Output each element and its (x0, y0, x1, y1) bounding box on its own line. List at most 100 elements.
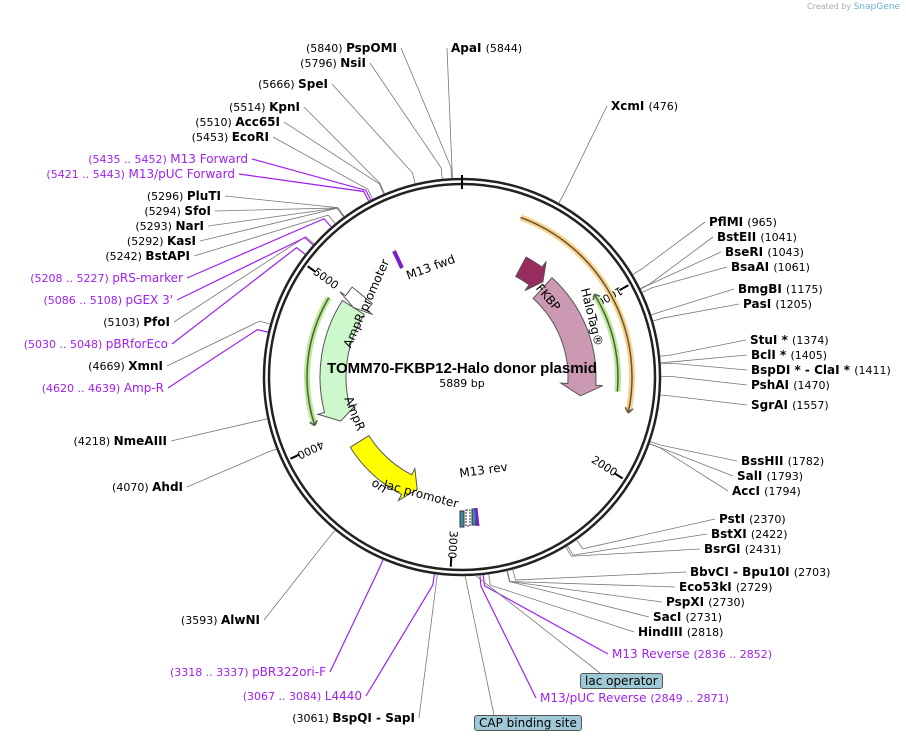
tick-label: 2000 (589, 453, 620, 479)
enzyme-label[interactable]: AccI (1794) (732, 484, 801, 498)
enzyme-label[interactable]: (5296) PluTI (147, 189, 221, 203)
enzyme-label[interactable]: PstI (2370) (719, 512, 786, 526)
enzyme-label[interactable]: (4070) AhdI (112, 480, 183, 494)
enzyme-label[interactable]: BbvCI - Bpu10I (2703) (690, 565, 830, 579)
feature-ampr[interactable] (315, 299, 365, 422)
enzyme-leader-line (224, 195, 345, 217)
feature-ampr-promoter[interactable] (339, 286, 373, 316)
feature-ori[interactable] (349, 434, 418, 502)
site-position: (5030 .. 5048) (24, 338, 106, 351)
enzyme-leader-line (369, 62, 443, 180)
primer-label[interactable]: (5030 .. 5048) pBRforEco (24, 337, 168, 351)
enzyme-label[interactable]: BstEII (1041) (717, 230, 797, 244)
enzyme-label[interactable]: Eco53kI (2729) (679, 580, 772, 594)
primer-label[interactable]: (5208 .. 5227) pRS-marker (30, 271, 183, 285)
enzyme-label[interactable]: (5242) BstAPI (105, 249, 190, 263)
enzyme-label[interactable]: (5514) KpnI (229, 100, 300, 114)
site-position: (4218) (74, 435, 114, 448)
enzyme-label[interactable]: (5510) Acc65I (195, 115, 280, 129)
enzyme-label[interactable]: BstXI (2422) (711, 527, 788, 541)
enzyme-leader-line (214, 207, 345, 218)
site-position: (5294) (144, 205, 184, 218)
site-name: pBR322ori-F (252, 665, 326, 679)
lac-operator-mark (459, 510, 465, 528)
site-name: BstXI (711, 527, 751, 541)
enzyme-label[interactable]: PshAI (1470) (751, 378, 830, 392)
enzyme-leader-line (660, 394, 748, 406)
enzyme-label[interactable]: PspXI (2730) (666, 595, 745, 609)
enzyme-leader-line (193, 214, 336, 257)
enzyme-label[interactable]: SgrAI (1557) (751, 398, 829, 412)
enzyme-label[interactable]: BssHII (1782) (741, 454, 824, 468)
enzyme-leader-line (558, 105, 608, 204)
site-position: (1794) (764, 485, 801, 498)
enzyme-label[interactable]: (5292) KasI (127, 234, 196, 248)
primer-leader-line (251, 158, 372, 201)
enzyme-label[interactable]: HindIII (2818) (638, 625, 723, 639)
primer-label[interactable]: M13/pUC Reverse (2849 .. 2871) (540, 691, 729, 705)
enzyme-label[interactable]: SalI (1793) (737, 469, 803, 483)
site-name: HindIII (638, 625, 687, 639)
enzyme-label[interactable]: (5103) PfoI (103, 315, 170, 329)
enzyme-label[interactable]: (5453) EcoRI (192, 130, 269, 144)
enzyme-label[interactable]: ApaI (5844) (451, 41, 522, 55)
enzyme-label[interactable]: BsaAI (1061) (731, 260, 810, 274)
feature-fkbp[interactable] (515, 256, 547, 291)
enzyme-leader-line (652, 303, 740, 322)
enzyme-leader-line (331, 83, 416, 184)
primer-label[interactable]: (3067 .. 3084) L4440 (243, 689, 362, 703)
enzyme-leader-line (640, 236, 714, 289)
enzyme-label[interactable]: (4669) XmnI (88, 359, 163, 373)
enzyme-label[interactable]: PflMI (965) (709, 215, 777, 229)
feature-halotag-[interactable] (532, 276, 603, 397)
enzyme-label[interactable]: (5293) NarI (135, 219, 204, 233)
site-position: (965) (747, 216, 777, 229)
enzyme-label[interactable]: (5294) SfoI (144, 204, 211, 218)
primer-label[interactable]: M13 Reverse (2836 .. 2852) (612, 647, 772, 661)
tick-label: 5000 (311, 265, 341, 292)
primer-leader-line (186, 217, 332, 279)
lac-operator-label[interactable]: lac operator (580, 673, 663, 689)
enzyme-leader-line (650, 288, 735, 316)
primer-label[interactable]: (5086 .. 5108) pGEX 3' (43, 293, 173, 307)
site-position: (2849 .. 2871) (650, 692, 729, 705)
enzyme-label[interactable]: (3593) AlwNI (181, 613, 260, 627)
enzyme-leader-line (263, 529, 336, 621)
site-position: (1782) (788, 455, 825, 468)
enzyme-label[interactable]: (4218) NmeAIII (74, 434, 167, 448)
enzyme-label[interactable]: XcmI (476) (611, 99, 678, 113)
site-name: Eco53kI (679, 580, 736, 594)
primer-label[interactable]: (4620 .. 4639) Amp-R (42, 381, 164, 395)
site-position: (5796) (300, 57, 340, 70)
cap-site-mark (465, 509, 471, 527)
enzyme-leader-line (506, 570, 650, 618)
site-name: KasI (167, 234, 196, 248)
primer-leader-line (171, 246, 306, 345)
enzyme-label[interactable]: (5666) SpeI (258, 77, 328, 91)
enzyme-leader-line (576, 518, 716, 550)
cap-binding-site-label[interactable]: CAP binding site (474, 715, 582, 731)
primer-label[interactable]: (3318 .. 3337) pBR322ori-F (170, 665, 326, 679)
enzyme-label[interactable]: BclI * (1405) (751, 348, 827, 362)
enzyme-label[interactable]: SacI (2731) (653, 610, 722, 624)
site-name: pGEX 3' (126, 293, 173, 307)
tick-mark (449, 556, 453, 567)
primer-label[interactable]: (5435 .. 5452) M13 Forward (88, 152, 248, 166)
enzyme-leader-line (512, 569, 687, 581)
site-position: (1041) (760, 231, 797, 244)
enzyme-label[interactable]: PasI (1205) (743, 297, 812, 311)
site-position: (5086 .. 5108) (43, 294, 125, 307)
enzyme-leader-line (566, 533, 708, 556)
enzyme-label[interactable]: (3061) BspQI - SapI (292, 711, 415, 725)
enzyme-label[interactable]: StuI * (1374) (750, 333, 829, 347)
site-name: SacI (653, 610, 686, 624)
label-lac-promoter: lac promoter (382, 477, 460, 510)
enzyme-label[interactable]: BspDI * - ClaI * (1411) (751, 363, 891, 377)
primer-label[interactable]: (5421 .. 5443) M13/pUC Forward (46, 167, 235, 181)
enzyme-label[interactable]: BmgBI (1175) (738, 282, 823, 296)
enzyme-label[interactable]: BseRI (1043) (725, 245, 804, 259)
enzyme-label[interactable]: (5796) NsiI (300, 56, 366, 70)
site-name: KpnI (269, 100, 300, 114)
enzyme-label[interactable]: (5840) PspOMI (306, 41, 397, 55)
enzyme-label[interactable]: BsrGI (2431) (704, 542, 781, 556)
